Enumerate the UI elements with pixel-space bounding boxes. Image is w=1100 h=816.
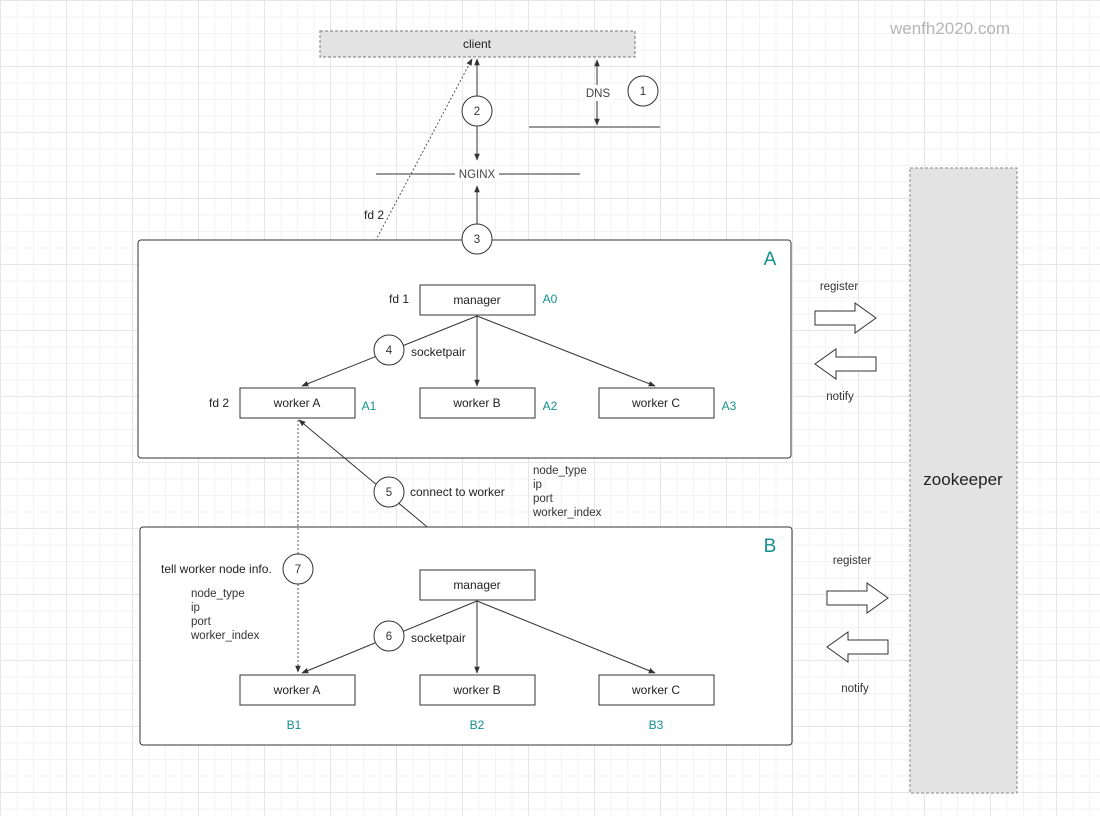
svg-text:worker C: worker C: [631, 396, 680, 410]
step-7-circle: 7: [282, 553, 314, 585]
dns-label: DNS: [586, 88, 611, 100]
svg-text:1: 1: [640, 86, 646, 98]
svg-text:manager: manager: [453, 293, 500, 307]
manager-a-id: A0: [543, 292, 558, 306]
manager-a-box: manager: [419, 284, 536, 316]
svg-text:5: 5: [386, 487, 392, 499]
worker-a3-id: A3: [722, 399, 737, 413]
nginx-node: NGINX: [376, 166, 580, 182]
svg-text:ip: ip: [191, 602, 200, 614]
step-5-circle: 5: [373, 476, 405, 508]
fd1-label: fd 1: [389, 292, 409, 306]
watermark: wenfh2020.com: [889, 19, 1010, 38]
step-4-circle: 4: [373, 334, 405, 366]
b-register-label: register: [833, 555, 872, 567]
a-register-label: register: [820, 281, 859, 293]
worker-a2-id: A2: [543, 399, 558, 413]
b-notify-label: notify: [841, 683, 869, 695]
socketpair-b-label: socketpair: [411, 631, 466, 645]
worker-a2-box: worker B: [419, 387, 536, 419]
step-1-circle: 1: [627, 75, 659, 107]
svg-text:port: port: [533, 493, 554, 505]
zookeeper-node: zookeeper: [909, 167, 1018, 794]
svg-text:worker C: worker C: [631, 683, 680, 697]
worker-b1-id: B1: [287, 718, 302, 732]
zookeeper-label: zookeeper: [923, 470, 1003, 489]
svg-text:node_type: node_type: [191, 588, 245, 600]
svg-text:worker B: worker B: [452, 396, 500, 410]
a-notify-arrow-icon: [814, 348, 877, 380]
client-label: client: [463, 37, 492, 51]
tell-label: tell worker node info.: [161, 562, 272, 576]
step-3-circle: 3: [461, 223, 493, 255]
manager-b-box: manager: [419, 569, 536, 601]
worker-b2-id: B2: [470, 718, 485, 732]
a-register-arrow-icon: [814, 302, 877, 334]
cluster-b-title: B: [764, 536, 777, 557]
client-node: client: [319, 30, 636, 58]
step-2-circle: 2: [461, 95, 493, 127]
manager-b-worker-c-arrow: [476, 600, 656, 674]
svg-text:4: 4: [386, 345, 393, 357]
worker-b3-id: B3: [649, 718, 664, 732]
svg-text:manager: manager: [453, 578, 500, 592]
svg-text:worker_index: worker_index: [190, 630, 260, 642]
socketpair-a-label: socketpair: [411, 345, 466, 359]
nginx-label: NGINX: [459, 169, 496, 181]
worker-a1-id: A1: [362, 399, 377, 413]
b-notify-arrow-icon: [826, 631, 889, 663]
svg-text:worker A: worker A: [273, 683, 321, 697]
connect-fields: node_type ip port worker_index: [532, 465, 602, 519]
svg-text:6: 6: [386, 631, 392, 643]
svg-text:port: port: [191, 616, 212, 628]
cluster-a-title: A: [764, 249, 777, 270]
worker-a3-box: worker C: [598, 387, 715, 419]
svg-text:2: 2: [474, 106, 480, 118]
dns-connector: DNS: [529, 59, 660, 128]
a-notify-label: notify: [826, 391, 854, 403]
svg-text:worker A: worker A: [273, 396, 321, 410]
worker-a1-box: worker A: [239, 387, 356, 419]
svg-text:ip: ip: [533, 479, 542, 491]
connect-label: connect to worker: [410, 485, 505, 499]
fd2-a-label: fd 2: [209, 396, 229, 410]
svg-text:node_type: node_type: [533, 465, 587, 477]
manager-a-worker-c-arrow: [476, 315, 656, 387]
tell-fields: node_type ip port worker_index: [190, 588, 260, 642]
step-6-circle: 6: [373, 620, 405, 652]
svg-text:worker_index: worker_index: [532, 507, 602, 519]
svg-text:3: 3: [474, 234, 480, 246]
worker-b1-box: worker A: [239, 674, 356, 706]
svg-text:7: 7: [295, 564, 301, 576]
fd2-top-label: fd 2: [364, 208, 384, 222]
svg-text:worker B: worker B: [452, 683, 500, 697]
worker-b2-box: worker B: [419, 674, 536, 706]
b-register-arrow-icon: [826, 582, 889, 614]
worker-b3-box: worker C: [598, 674, 715, 706]
